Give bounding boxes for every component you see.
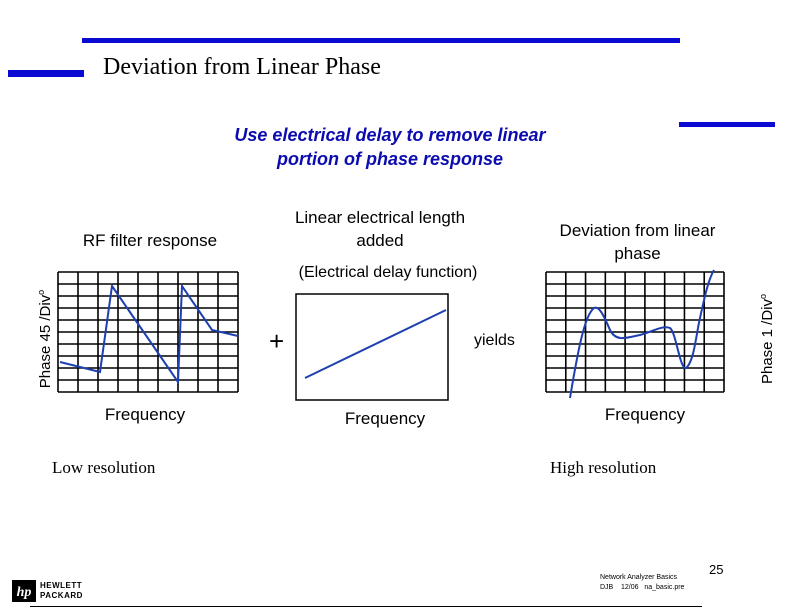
rf-filter-trace: [59, 282, 239, 386]
low-resolution-note: Low resolution: [52, 458, 156, 477]
plus-sign: +: [269, 326, 285, 356]
slide-title: Deviation from Linear Phase: [103, 54, 381, 80]
delay-graph-frame: [295, 293, 449, 401]
hp-logo-line-1: HEWLETT: [40, 581, 83, 590]
hp-logo-line-2: PACKARD: [40, 591, 83, 600]
page-number: 25: [709, 562, 724, 577]
delay-title-line-1: Linear electrical length: [294, 208, 466, 227]
subtitle-line-2: portion of phase response: [276, 149, 504, 169]
top-accent-bar: [82, 38, 680, 43]
footer-rule: [30, 606, 702, 607]
hp-logo-icon: hp: [12, 580, 36, 602]
subtitle-line-1: Use electrical delay to remove linear: [234, 125, 546, 145]
delay-title-line-2: added: [356, 231, 404, 250]
delay-frequency-label: Frequency: [344, 409, 426, 428]
deviation-trace: [569, 269, 715, 399]
deviation-frequency-label: Frequency: [604, 405, 686, 424]
footer-line-2: DJB 12/06 na_basic.pre: [600, 584, 685, 591]
deviation-title-line-1: Deviation from linear: [559, 221, 716, 240]
right-accent-bar: [679, 122, 775, 127]
rf-filter-title: RF filter response: [82, 231, 218, 250]
yields-label: yields: [474, 332, 515, 349]
svg-text:hp: hp: [17, 585, 32, 600]
left-accent-bar: [8, 70, 84, 77]
rf-frequency-label: Frequency: [104, 405, 186, 424]
footer-line-1: Network Analyzer Basics: [600, 574, 678, 581]
delay-line: [304, 309, 447, 379]
deviation-title-line-2: phase: [614, 244, 661, 263]
delay-function-label: (Electrical delay function): [298, 264, 478, 281]
high-resolution-note: High resolution: [550, 458, 657, 477]
hp-logo: hp HEWLETT PACKARD: [12, 580, 102, 602]
